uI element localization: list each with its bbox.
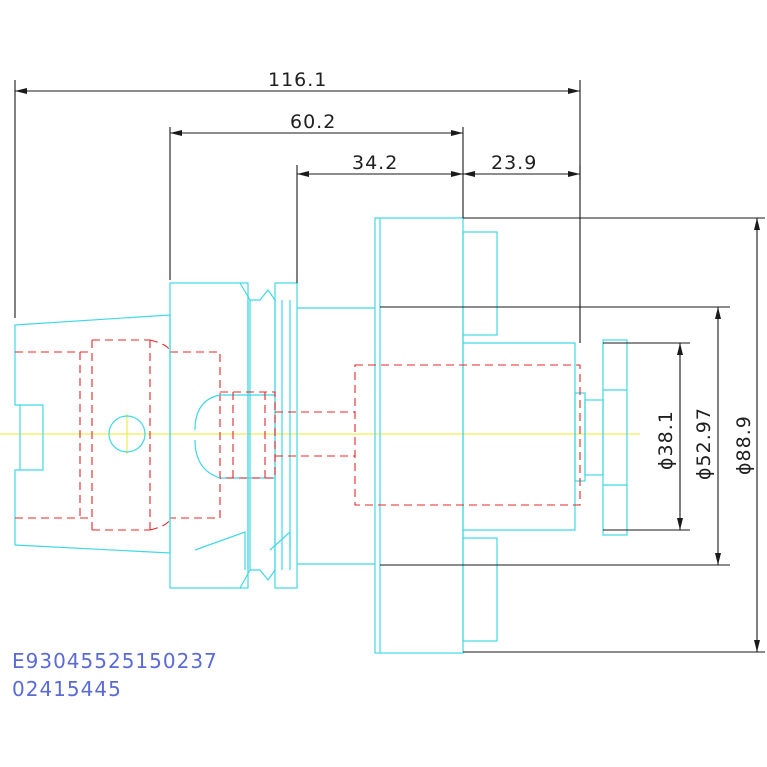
part-code-line2: 02415445 [12, 677, 122, 701]
flange [169, 282, 375, 589]
body-hidden-lines [354, 364, 581, 506]
dim-dia-large: ϕ88.9 [733, 415, 755, 475]
pilot [584, 339, 628, 536]
body-disc [374, 217, 586, 654]
dim-dia-small: ϕ38.1 [655, 410, 677, 470]
dim-pilot-length: 23.9 [491, 152, 537, 174]
dim-dia-mid: ϕ52.97 [693, 407, 715, 480]
dim-overall-length: 116.1 [268, 69, 327, 91]
dimension-lines [14, 80, 765, 653]
dim-flange-to-face: 34.2 [352, 152, 398, 174]
dim-shank-to-face: 60.2 [290, 111, 336, 133]
shank-hidden-lines [15, 339, 221, 531]
part-code-line1: E93045525150237 [12, 649, 218, 673]
flange-hidden-lines [220, 391, 355, 479]
